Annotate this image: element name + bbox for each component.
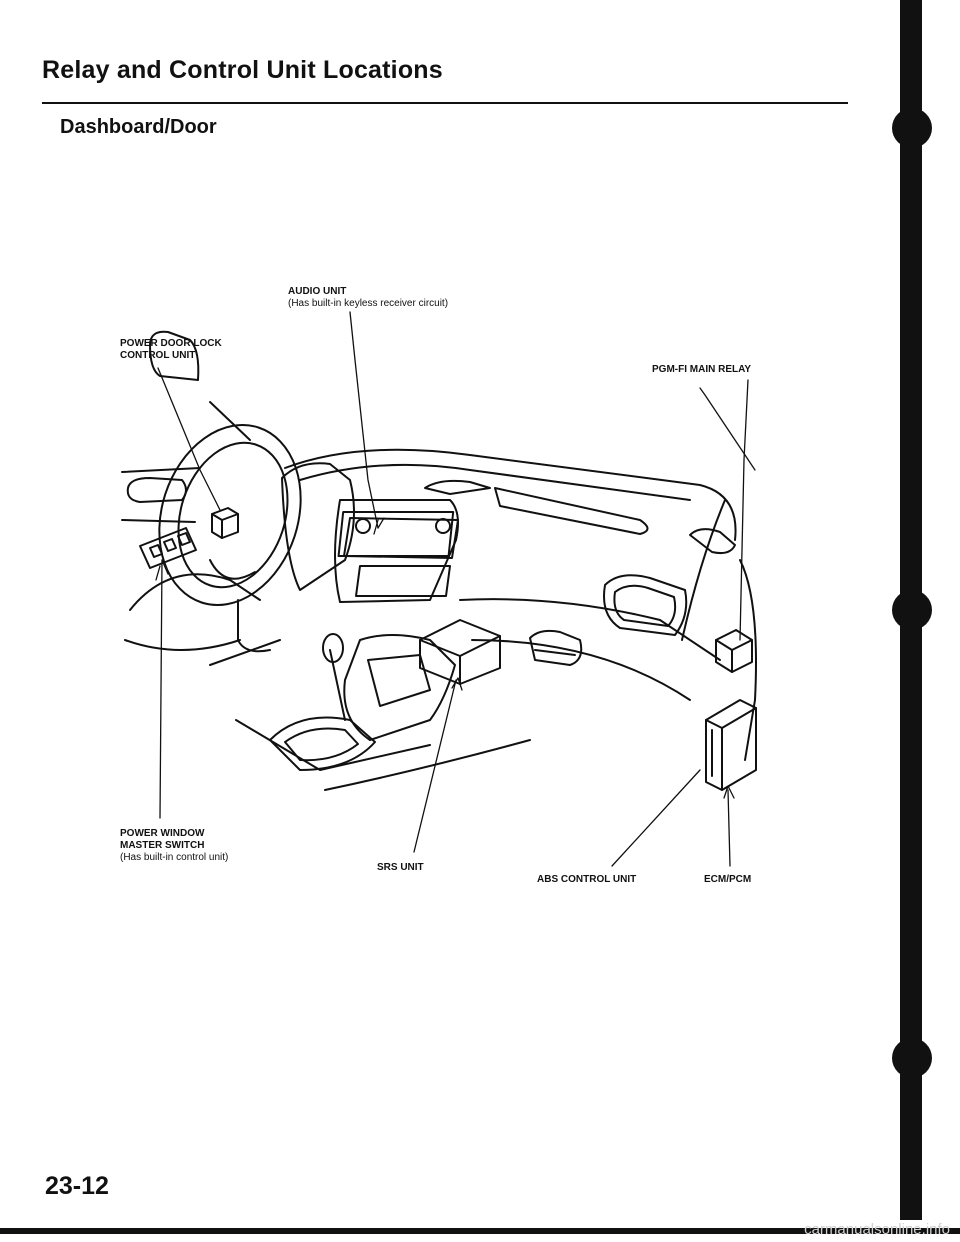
leader-window-switch (159, 559, 163, 819)
title-rule (42, 102, 848, 104)
door-lock-unit-box (211, 507, 239, 539)
a-pillar (681, 499, 726, 641)
door-armrest (129, 573, 261, 611)
steering-wheel-inner (177, 441, 289, 589)
center-stack (334, 499, 459, 603)
defrost-vent (424, 479, 491, 495)
margin-tab (892, 1038, 932, 1078)
side-mirror (149, 330, 200, 381)
shifter-gate-inner (284, 727, 359, 762)
main-relay-box (715, 629, 753, 673)
dash-lower-edge (459, 598, 721, 661)
ecm-pcm-edges (705, 707, 757, 791)
passenger-vent (689, 528, 736, 555)
door-trim-line (121, 467, 201, 473)
arrow-window-switch (155, 559, 169, 581)
door-pocket (237, 599, 271, 653)
main-relay-edges (715, 639, 753, 673)
dash-pocket (529, 629, 583, 666)
dash-lower-edge2 (471, 639, 691, 701)
window-switch-buttons (149, 532, 191, 558)
cluster-hood (281, 462, 355, 591)
audio-knob (355, 518, 371, 534)
shift-knob (322, 633, 344, 663)
door-panel-edge (209, 639, 281, 666)
label-power-window-switch: POWER WINDOW MASTER SWITCH (Has built-in… (120, 828, 229, 863)
door-lock-unit-edges (211, 513, 239, 539)
floor-line2 (324, 739, 531, 791)
arrow-audio-unit (373, 517, 385, 535)
climate-panel (355, 565, 451, 597)
leader-audio-unit (349, 311, 379, 529)
leader-main-relay (739, 379, 749, 641)
arrow-ecm-pcm (723, 785, 735, 799)
audio-knob (435, 518, 451, 534)
window-switch-panel (139, 527, 197, 569)
door-trim-line (121, 519, 196, 523)
audio-unit-face (343, 517, 459, 559)
srs-unit-box (419, 619, 501, 685)
dash-pocket-line (534, 649, 576, 656)
label-audio-unit: AUDIO UNIT (Has built-in keyless receive… (288, 286, 449, 309)
glove-box (603, 574, 688, 636)
page-title: Relay and Control Unit Locations (42, 56, 443, 84)
glove-box-inner (613, 584, 677, 627)
shifter-gate (269, 716, 376, 771)
leader-srs-unit (413, 679, 457, 853)
srs-unit-edges (419, 635, 501, 685)
bottom-rule (0, 1228, 960, 1234)
label-abs-control-unit: ABS CONTROL UNIT (537, 874, 637, 885)
leader-lines (155, 311, 756, 867)
section-subtitle: Dashboard/Door (60, 116, 217, 138)
leader-abs-unit (611, 769, 701, 867)
arrow-srs-unit (451, 677, 463, 691)
label-pgm-fi-main-relay: PGM-FI MAIN RELAY (652, 364, 752, 375)
kick-panel (739, 559, 757, 761)
console-tray (367, 654, 431, 707)
steering-wheel (158, 424, 302, 606)
leader-relay-diag (699, 387, 756, 471)
door-handle (126, 477, 187, 503)
label-srs-unit: SRS UNIT (377, 862, 424, 873)
margin-tab (892, 590, 932, 630)
margin-tab (892, 108, 932, 148)
floor-line (235, 719, 431, 771)
defrost-vent-long (494, 487, 649, 535)
watermark: carmanualsonline.info (804, 1221, 950, 1238)
label-power-door-lock: POWER DOOR LOCK CONTROL UNIT (120, 338, 222, 361)
leader-door-lock (157, 367, 221, 511)
door-armrest-lower (124, 639, 241, 651)
steering-hub (209, 559, 256, 580)
page-number: 23-12 (45, 1172, 109, 1200)
ecm-pcm-box (705, 699, 757, 791)
dash-top (284, 448, 737, 541)
pillar-line (209, 401, 251, 441)
center-console (343, 634, 456, 741)
label-ecm-pcm: ECM/PCM (704, 874, 752, 885)
leader-ecm-pcm (727, 789, 731, 867)
dash-top-inner (299, 463, 691, 501)
